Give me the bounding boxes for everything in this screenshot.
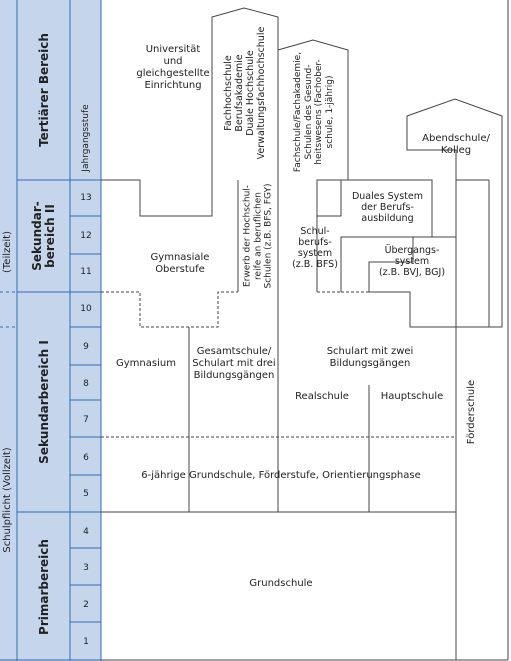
grade-3: 3 — [83, 563, 89, 573]
fachhochschule-line: Berufsakademie — [234, 54, 245, 132]
band-sekundar-2-line2: bereich II — [43, 204, 57, 268]
gymnasium-label: Gymnasium — [116, 358, 176, 369]
schulart-zwei-label: Schulart mit zwei Bildungsgängen — [300, 346, 440, 370]
band-sekundar-2-line1: Sekundar- — [30, 201, 44, 271]
fachhochschule-line: Fachhochschule — [223, 55, 234, 131]
band-primar: Primarbereich — [37, 539, 51, 635]
grade-11: 11 — [80, 267, 92, 277]
teilzeit-label: (Teilzeit) — [2, 230, 13, 274]
erwerb-line: Erwerb der Hochschul- — [242, 184, 253, 288]
grade-10: 10 — [80, 304, 92, 314]
grade-13: 13 — [80, 193, 92, 203]
grade-7: 7 — [83, 415, 89, 425]
abendschule-line: Abendschule/ — [422, 133, 490, 144]
hauptschule-label: Hauptschule — [380, 391, 444, 402]
fachschule-line: Fachschule/Fachakademie, — [293, 51, 303, 173]
fachschule-line: heitswesens (Fachober- — [314, 59, 324, 165]
grade-9: 9 — [83, 342, 89, 352]
schulart-zwei-line: Schulart mit zwei — [326, 346, 414, 357]
schulberuf-line: system — [297, 248, 333, 259]
grade-4: 4 — [83, 527, 89, 537]
uebergang-line: Übergangs- — [384, 245, 440, 256]
jahrgangsstufe-label: Jahrgangsstufe — [81, 104, 91, 172]
fachhochschule-line: Duale Hochschule — [245, 50, 256, 136]
uebergang-line: system — [394, 256, 430, 267]
fachhochschule-line: Verwaltungsfachhochschule — [256, 26, 267, 160]
duales-line: ausbildung — [361, 213, 414, 224]
universitaet-line: gleichgestellte — [136, 68, 210, 79]
foerderschule-label: Förderschule — [466, 379, 477, 445]
uebergang-line: (z.B. BVJ, BGJ) — [378, 267, 446, 278]
gymnasiale-oberstufe-line: Oberstufe — [155, 264, 205, 275]
grade-5: 5 — [83, 489, 89, 499]
gesamtschule-label: Gesamtschule/ Schulart mit drei Bildungs… — [190, 346, 278, 382]
fachhochschule-label: Fachhochschule Berufsakademie Duale Hoch… — [223, 27, 267, 160]
gymnasiale-oberstufe-line: Gymnasiale — [150, 252, 210, 263]
fachschule-line: schule, 1-jährig) — [324, 75, 335, 149]
abendschule-label: Abendschule/ Kolleg — [410, 133, 502, 157]
schulberufssystem-label: Schul- berufs- system (z.B. BFS) — [290, 226, 340, 270]
gymnasiale-oberstufe-label: Gymnasiale Oberstufe — [135, 252, 225, 276]
grade-2: 2 — [83, 600, 89, 610]
erwerb-line: reife an beruflichen — [252, 192, 263, 280]
gesamtschule-line: Bildungsgängen — [193, 370, 275, 381]
fachschule-line: Schulen des Gesund- — [303, 64, 314, 160]
universitaet-line: Einrichtung — [144, 80, 202, 91]
grundschule-label: Grundschule — [249, 578, 313, 589]
universitaet-label: Universität und gleichgestellte Einricht… — [118, 44, 228, 92]
grade-6: 6 — [83, 453, 89, 463]
fachschule-label: Fachschule/Fachakademie, Schulen des Ges… — [293, 52, 335, 172]
schulberuf-line: (z.B. BFS) — [292, 259, 338, 270]
grade-1: 1 — [83, 637, 89, 647]
band-sekundar-1: Sekundarbereich I — [37, 340, 51, 464]
abendschule-line: Kolleg — [440, 145, 472, 156]
duales-line: Duales System — [351, 191, 424, 202]
universitaet-line: Universität — [145, 44, 201, 55]
grade-8: 8 — [83, 379, 89, 389]
gesamtschule-line: Gesamtschule/ — [196, 346, 272, 357]
universitaet-line: und — [163, 56, 183, 67]
schulberuf-line: berufs- — [298, 237, 332, 248]
grade-12: 12 — [80, 231, 92, 241]
orientierung-label: 6-jährige Grundschule, Förderstufe, Orie… — [141, 470, 421, 481]
erwerb-hochschulreife-label: Erwerb der Hochschul- reife an beruflich… — [242, 183, 274, 288]
band-sekundar-2: Sekundar- bereich II — [30, 201, 57, 271]
duales-line: der Berufs- — [361, 202, 414, 213]
schulart-zwei-line: Bildungsgängen — [329, 358, 411, 369]
uebergangssystem-label: Übergangs- system (z.B. BVJ, BGJ) — [370, 245, 454, 278]
erwerb-line: Schulen (z.B. BFS, FGY) — [263, 183, 274, 289]
schulberuf-line: Schul- — [300, 226, 330, 237]
duales-system-label: Duales System der Berufs- ausbildung — [345, 191, 430, 224]
band-tertiaer: Tertiärer Bereich — [37, 33, 51, 147]
gesamtschule-line: Schulart mit drei — [192, 358, 276, 369]
schulpflicht-label: Schulpflicht (Vollzeit) — [2, 447, 13, 553]
realschule-label: Realschule — [295, 391, 349, 402]
